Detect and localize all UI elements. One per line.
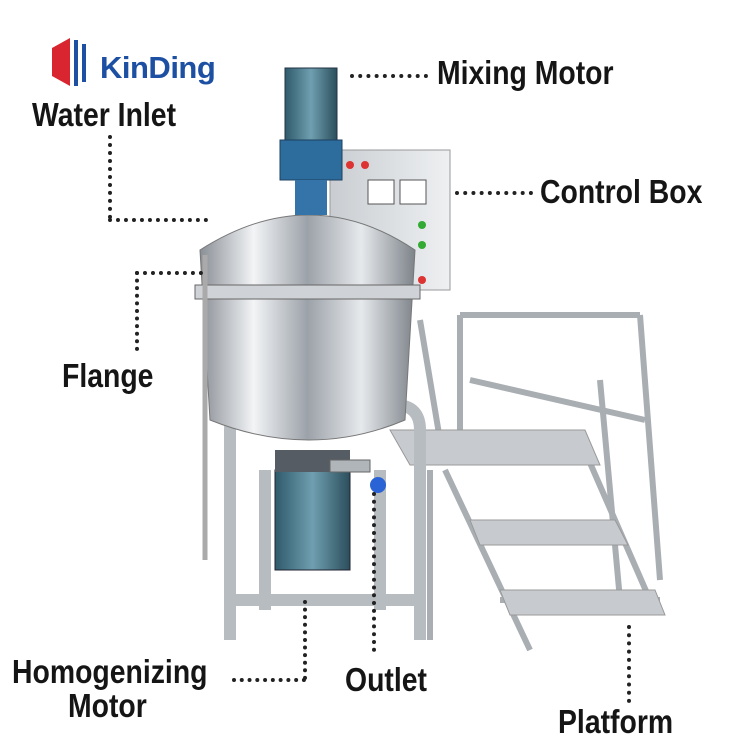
outlet-leader [372,492,376,652]
flange-ring [194,284,421,300]
water-inlet-leader [108,135,112,219]
tank-body [199,214,416,441]
label-homogenizing-motor-line2: Motor [68,687,147,724]
control-box-leader [455,191,533,195]
platform-leader [627,625,631,703]
brand-logo-text: KinDing [100,50,216,85]
flange-leader [135,271,139,351]
platform-deck [389,429,601,466]
outlet-pipe [329,459,371,473]
platform-step [499,589,666,616]
flange-leader [135,271,203,275]
label-homogenizing-motor-line1: Homogenizing [12,653,208,690]
label-mixing-motor: Mixing Motor [437,54,614,91]
kinding-logo-icon [52,38,86,86]
homogenizing-motor-leader [232,678,306,682]
platform-step [469,519,629,546]
water-inlet-leader [108,218,208,222]
label-flange: Flange [62,357,154,394]
label-outlet: Outlet [345,661,427,698]
homogenizing-motor-body [274,469,351,571]
label-water-inlet: Water Inlet [32,96,177,133]
homogenizing-motor-leader [303,600,307,680]
mixing-motor-body [284,67,338,144]
label-control-box: Control Box [540,173,703,210]
mixing-motor-leader [350,74,428,78]
label-platform: Platform [558,703,674,740]
